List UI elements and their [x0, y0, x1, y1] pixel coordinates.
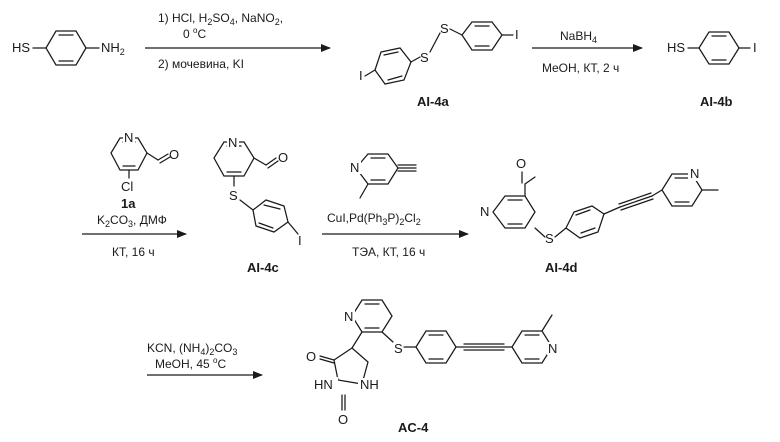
reaction-arrow-step2: NaBH4 MeOH, КТ, 2 ч	[532, 29, 642, 75]
ai-4d-molecule: N O S N AI-4d	[479, 156, 718, 275]
step1-conditions-line1: 1) HCl, H2SO4, NaNO2,	[158, 11, 283, 27]
atom-sulfur: S	[440, 21, 449, 36]
step5-conditions: MeOH, 45 oC	[155, 356, 226, 371]
atom-oxygen: O	[278, 150, 288, 165]
atom-nitrogen: N	[480, 204, 489, 219]
reagent-1a-molecule: N O Cl 1a	[111, 130, 179, 211]
ai-4c-molecule: N O S I AI-4c	[214, 135, 302, 275]
atom-iodine: I	[359, 68, 363, 83]
atom-iodine: I	[298, 233, 302, 248]
ethynylpyridine-molecule: N	[349, 154, 416, 198]
atom-nitrogen: N	[690, 166, 699, 181]
step2-conditions: MeOH, КТ, 2 ч	[542, 61, 619, 75]
step5-reagent: KCN, (NH4)2CO3	[147, 341, 237, 357]
atom-iodine: I	[753, 40, 757, 55]
atom-iodine: I	[515, 27, 519, 42]
step3-conditions-line1: K2CO3, ДМФ	[97, 213, 167, 229]
atom-oxygen: O	[516, 156, 526, 171]
label-ai-4b: AI-4b	[700, 94, 733, 109]
ai-4a-molecule: I S S I AI-4a	[359, 21, 519, 109]
atom-nh: NH	[360, 377, 379, 392]
ac-4-molecule: N S N O HN NH O AC-4	[306, 300, 560, 435]
atom-nitrogen: N	[228, 135, 237, 150]
atom-nitrogen: N	[124, 130, 133, 145]
step2-reagent: NaBH4	[560, 29, 597, 45]
atom-nitrogen: N	[344, 309, 353, 324]
label-ac-4: AC-4	[398, 420, 429, 435]
atom-sulfur: S	[394, 341, 403, 356]
reaction-arrow-step4: CuI,Pd(Ph3P)2Cl2 ТЭА, КТ, 16 ч	[322, 211, 468, 259]
atom-oxygen: O	[169, 147, 179, 162]
step4-conditions: ТЭА, КТ, 16 ч	[352, 245, 425, 259]
label-ai-4d: AI-4d	[545, 260, 578, 275]
label-ai-4c: AI-4c	[247, 260, 279, 275]
reaction-arrow-step1: 1) HCl, H2SO4, NaNO2, 0 oC 2) мочевина, …	[145, 11, 330, 71]
atom-chlorine: Cl	[121, 179, 133, 194]
atom-sulfur: S	[229, 188, 238, 203]
atom-oxygen: O	[306, 349, 316, 364]
label-ai-4a: AI-4a	[417, 94, 450, 109]
ai-4b-molecule: HS I AI-4b	[667, 32, 757, 109]
step3-conditions-line2: КТ, 16 ч	[112, 245, 155, 259]
atom-hn: HN	[314, 377, 333, 392]
atom-oxygen: O	[338, 412, 348, 427]
step4-catalyst: CuI,Pd(Ph3P)2Cl2	[327, 211, 421, 227]
atom-sulfur: S	[545, 231, 554, 246]
atom-sulfur: S	[420, 50, 429, 65]
atom-hs: HS	[12, 40, 30, 55]
atom-nitrogen: N	[548, 341, 557, 356]
reaction-arrow-step3: K2CO3, ДМФ КТ, 16 ч	[82, 213, 186, 259]
step1-conditions-line3: 2) мочевина, KI	[158, 57, 244, 71]
label-1a: 1a	[121, 196, 136, 211]
aminothiophenol-molecule: HS NH2	[12, 31, 125, 65]
atom-nh2: NH2	[101, 40, 125, 57]
reaction-arrow-step5: KCN, (NH4)2CO3 MeOH, 45 oC	[147, 341, 262, 375]
atom-hs: HS	[667, 40, 685, 55]
step1-conditions-line2: 0 oC	[183, 26, 206, 41]
atom-nitrogen: N	[350, 160, 359, 175]
